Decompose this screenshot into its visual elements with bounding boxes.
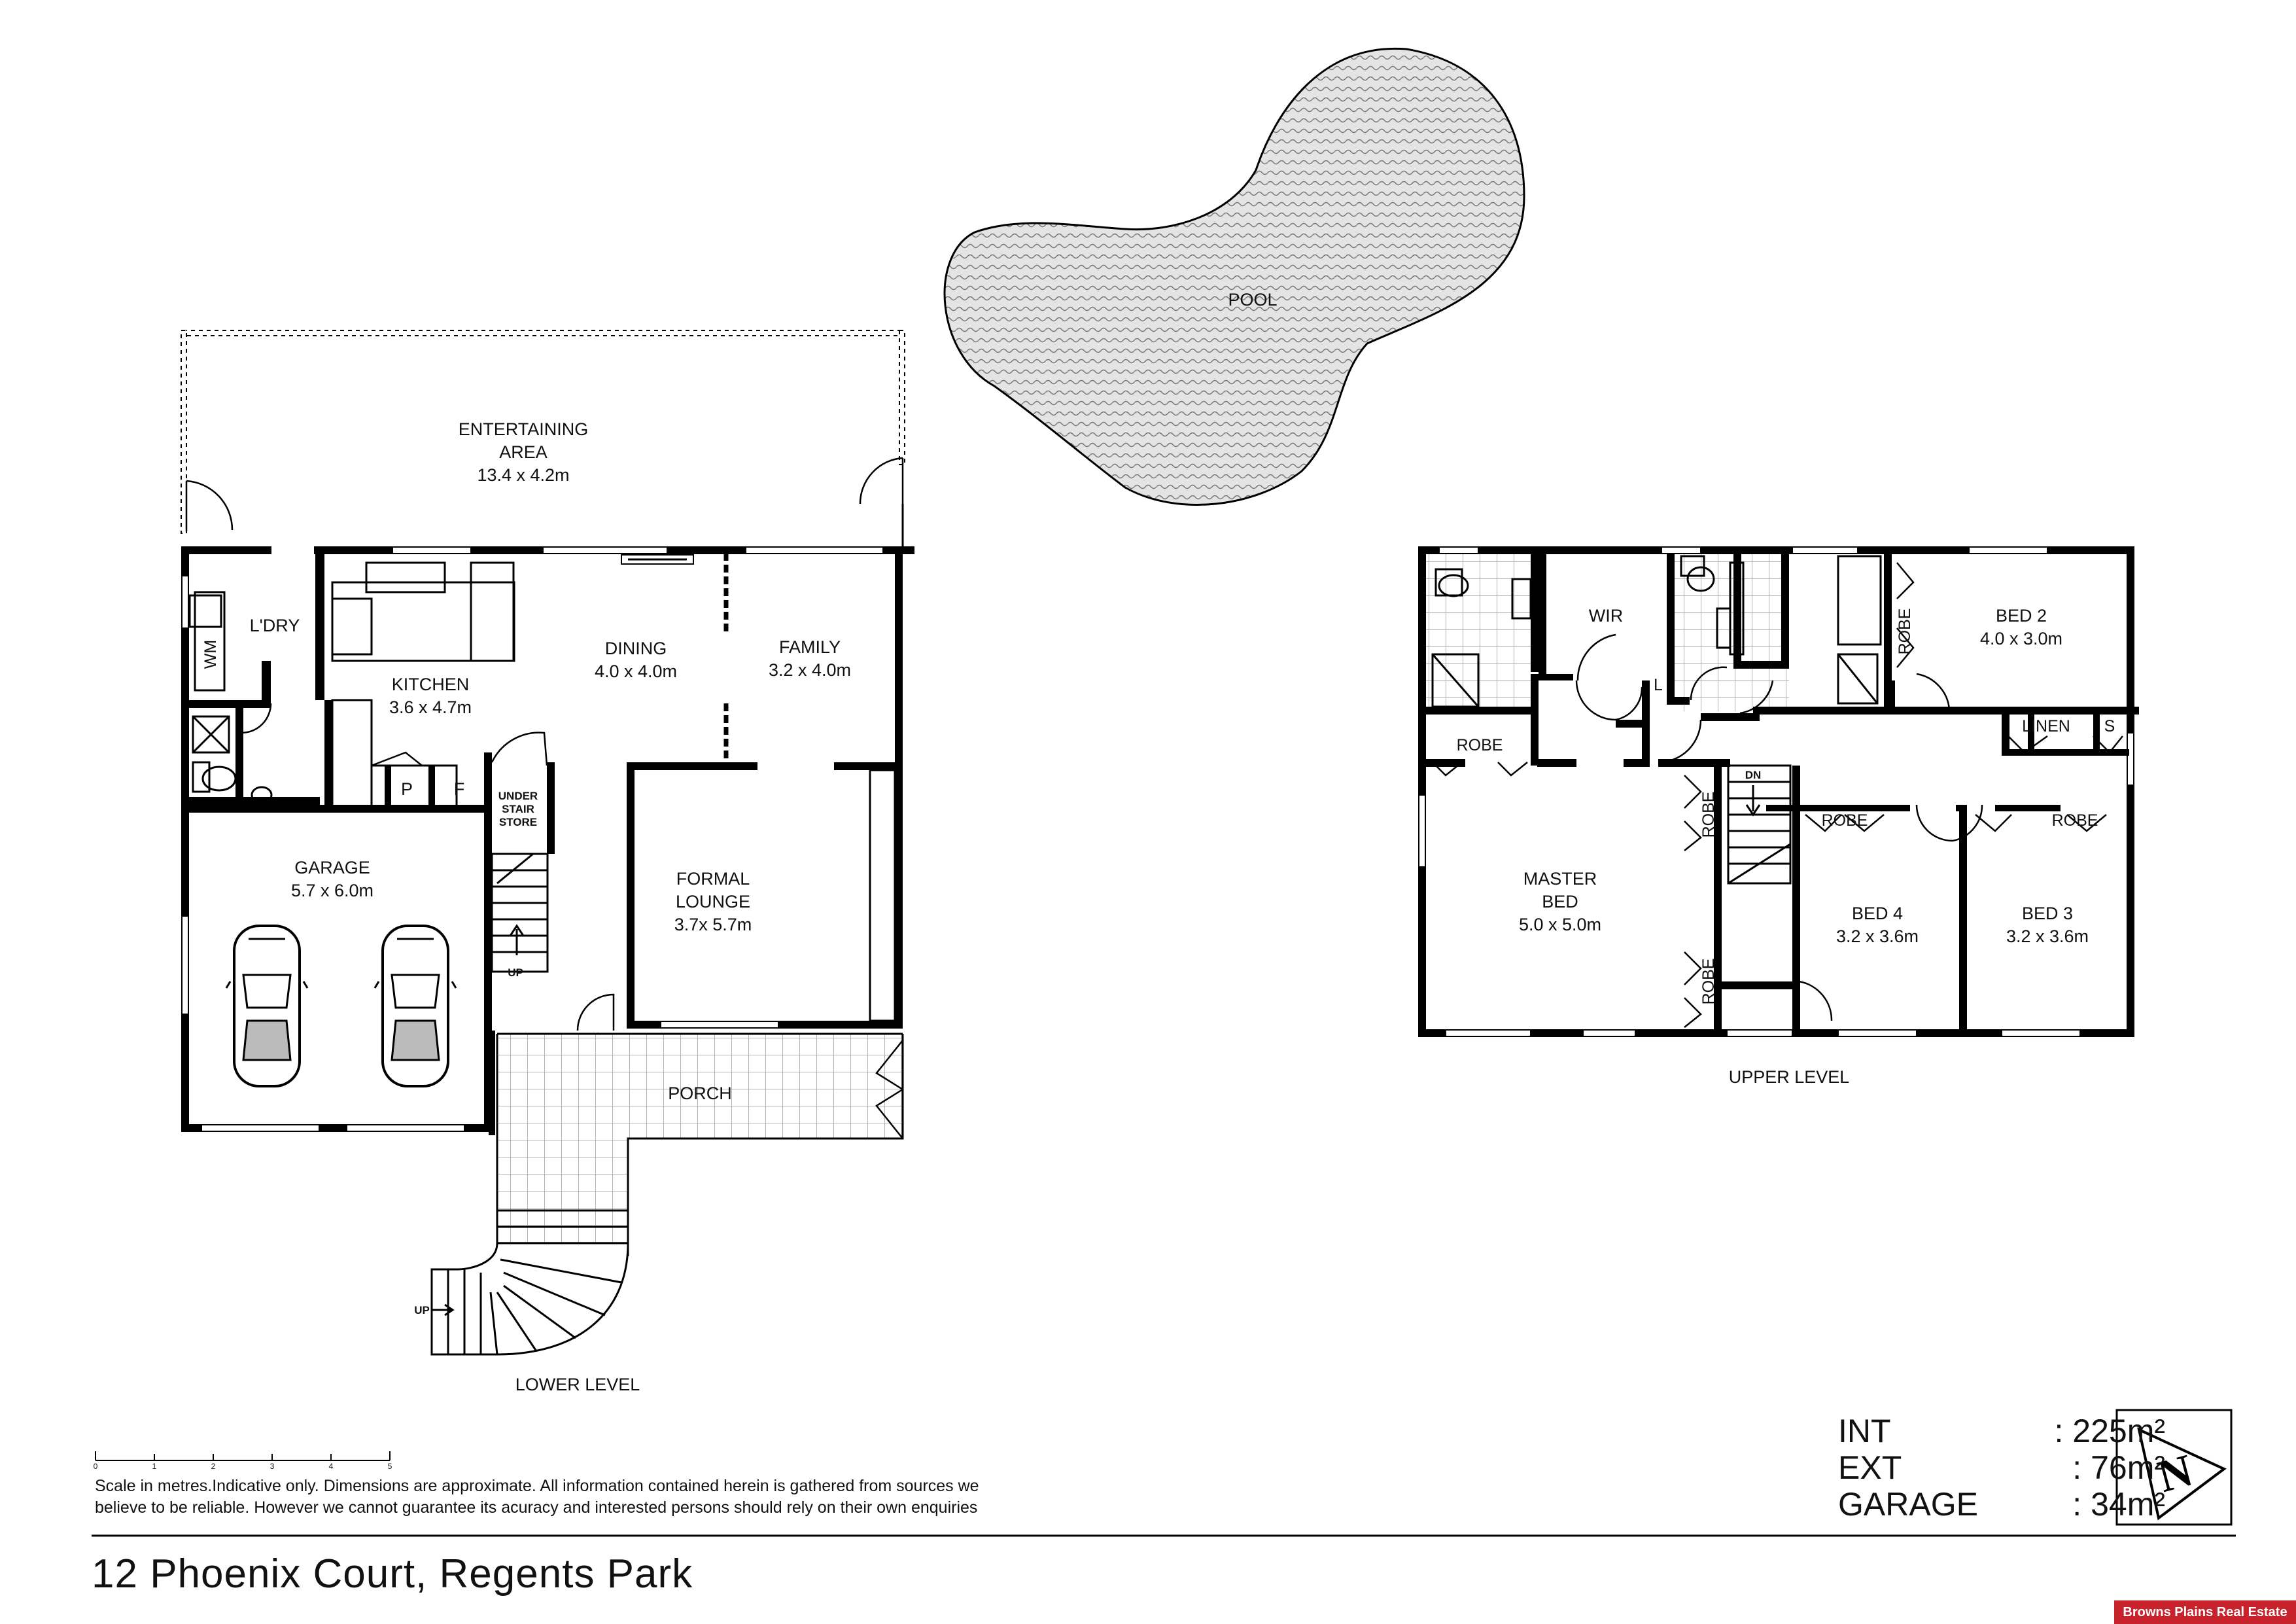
robe-hall-1-label: ROBE xyxy=(1699,792,1718,838)
scale-tick-2: 2 xyxy=(211,1462,216,1471)
stair-dn-label: DN xyxy=(1745,769,1762,781)
entry-curved-stairs xyxy=(430,1132,629,1356)
bed3-label: BED 3 xyxy=(2022,904,2073,923)
agency-logo: Browns Plains Real Estate xyxy=(2114,1600,2296,1624)
car-right xyxy=(374,925,457,1087)
area-value: : 34m² xyxy=(2072,1486,2165,1523)
bed2-dims: 4.0 x 3.0m xyxy=(1980,629,2062,648)
porch-tiles xyxy=(489,1031,904,1256)
scale-bar: 0 1 2 3 4 5 xyxy=(94,1451,392,1471)
robe-hall-2-label: ROBE xyxy=(1699,959,1718,1005)
master-label-2: BED xyxy=(1542,892,1578,911)
disclaimer-line-2: believe to be reliable. However we canno… xyxy=(95,1498,978,1517)
porch-label: PORCH xyxy=(668,1084,732,1103)
area-label: GARAGE xyxy=(1838,1486,1978,1523)
north-arrow: N xyxy=(2115,1409,2233,1526)
lower-stairs xyxy=(491,853,549,973)
formal-lounge-label-1: FORMAL xyxy=(676,869,750,889)
area-label: INT xyxy=(1838,1413,1891,1449)
pantry-label: P xyxy=(401,779,413,799)
upper-stairs xyxy=(1727,764,1792,885)
area-label: EXT xyxy=(1838,1449,1902,1486)
car-left xyxy=(225,925,309,1087)
area-value: : 76m² xyxy=(2072,1449,2165,1486)
under-stair-label-2: STAIR xyxy=(502,803,534,815)
l-label: L xyxy=(1654,676,1663,694)
garage-dims: 5.7 x 6.0m xyxy=(291,881,374,900)
scale-tick-4: 4 xyxy=(329,1462,334,1471)
disclaimer: Scale in metres.Indicative only. Dimensi… xyxy=(95,1475,1141,1519)
disclaimer-line-1: Scale in metres.Indicative only. Dimensi… xyxy=(95,1477,979,1495)
fridge-label: F xyxy=(454,779,465,799)
scale-tick-1: 1 xyxy=(152,1462,157,1471)
stair-up-label: UP xyxy=(508,966,523,979)
pool xyxy=(943,47,1525,506)
family-label: FAMILY xyxy=(779,637,841,657)
lower-level-title: LOWER LEVEL xyxy=(515,1375,640,1394)
property-address: 12 Phoenix Court, Regents Park xyxy=(92,1551,693,1597)
entertaining-area-outline xyxy=(181,330,905,546)
upper-level-title: UPPER LEVEL xyxy=(1729,1067,1850,1087)
kitchen-label: KITCHEN xyxy=(392,675,470,694)
kitchen-dims: 3.6 x 4.7m xyxy=(389,697,472,717)
formal-lounge-dims: 3.7x 5.7m xyxy=(674,915,752,934)
entertaining-dims: 13.4 x 4.2m xyxy=(477,465,569,485)
under-stair-label-1: UNDER xyxy=(498,790,538,802)
bed4-label: BED 4 xyxy=(1852,904,1903,923)
under-stair-label-3: STORE xyxy=(499,816,537,828)
lower-level-plan xyxy=(181,330,914,1356)
wm-label: WM xyxy=(201,640,220,669)
pool-label: POOL xyxy=(1228,290,1277,309)
dining-label: DINING xyxy=(605,639,667,658)
entertaining-label-2: AREA xyxy=(499,442,548,462)
bed4-dims: 3.2 x 3.6m xyxy=(1836,927,1919,946)
robe-master-label: ROBE xyxy=(1457,736,1503,754)
dining-dims: 4.0 x 4.0m xyxy=(595,662,677,681)
formal-lounge-label-2: LOUNGE xyxy=(676,892,750,911)
entertaining-label-1: ENTERTAINING xyxy=(459,419,589,439)
upper-level-plan xyxy=(1418,546,2139,1037)
garage-label: GARAGE xyxy=(294,858,370,877)
room-labels: ENTERTAINING AREA 13.4 x 4.2m L'DRY WM K… xyxy=(201,290,2115,1394)
area-value: : 225m² xyxy=(2054,1413,2165,1449)
robe-bed4-label: ROBE xyxy=(1822,811,1868,830)
bed3-dims: 3.2 x 3.6m xyxy=(2006,927,2089,946)
bed2-label: BED 2 xyxy=(1996,606,2047,626)
master-label-1: MASTER xyxy=(1523,869,1597,889)
s-label: S xyxy=(2104,717,2115,735)
linen-label: LINEN xyxy=(2022,717,2070,735)
family-dims: 3.2 x 4.0m xyxy=(769,660,851,680)
wir-label: WIR xyxy=(1589,606,1623,626)
scale-tick-3: 3 xyxy=(270,1462,275,1471)
master-dims: 5.0 x 5.0m xyxy=(1519,915,1601,934)
robe-bed3-label: ROBE xyxy=(2052,811,2098,830)
robe-bed2-label: ROBE xyxy=(1896,609,1914,655)
entry-up-label: UP xyxy=(414,1304,430,1316)
scale-tick-0: 0 xyxy=(94,1462,98,1471)
laundry-label: L'DRY xyxy=(250,616,300,635)
scale-tick-5: 5 xyxy=(388,1462,392,1471)
